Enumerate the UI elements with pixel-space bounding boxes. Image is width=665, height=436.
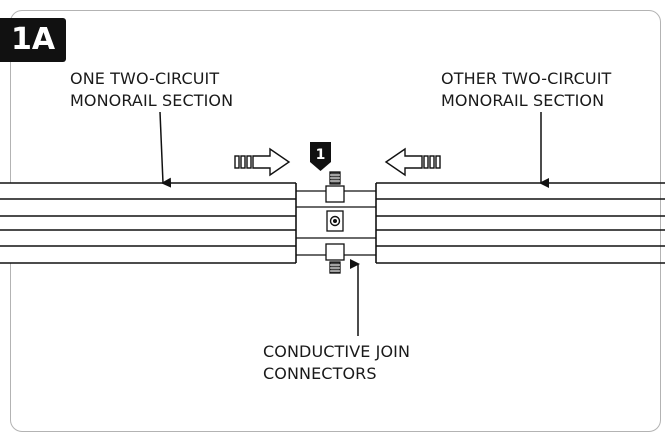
conductive-join-connectors xyxy=(296,171,376,274)
right-section-label-line-1: OTHER TWO-CIRCUIT xyxy=(441,69,612,88)
left-section-label: ONE TWO-CIRCUIT MONORAIL SECTION xyxy=(70,68,233,112)
connectors-label-line-2: CONNECTORS xyxy=(263,364,377,383)
push-arrow-left xyxy=(384,147,441,177)
left-section-label-line-1: ONE TWO-CIRCUIT xyxy=(70,69,220,88)
left-section-pointer-arrow xyxy=(159,111,172,188)
figure-id-badge: 1A xyxy=(0,18,66,62)
step-marker-number: 1 xyxy=(316,147,326,163)
right-monorail-section xyxy=(375,182,665,264)
connectors-label-line-1: CONDUCTIVE JOIN xyxy=(263,342,411,361)
right-section-label: OTHER TWO-CIRCUIT MONORAIL SECTION xyxy=(441,68,611,112)
right-section-label-line-2: MONORAIL SECTION xyxy=(441,91,605,110)
connectors-label: CONDUCTIVE JOIN CONNECTORS xyxy=(263,341,410,385)
push-arrow-right xyxy=(234,147,291,177)
left-monorail-section xyxy=(0,182,297,264)
step-marker: 1 xyxy=(310,142,331,171)
left-section-label-line-2: MONORAIL SECTION xyxy=(70,91,234,110)
